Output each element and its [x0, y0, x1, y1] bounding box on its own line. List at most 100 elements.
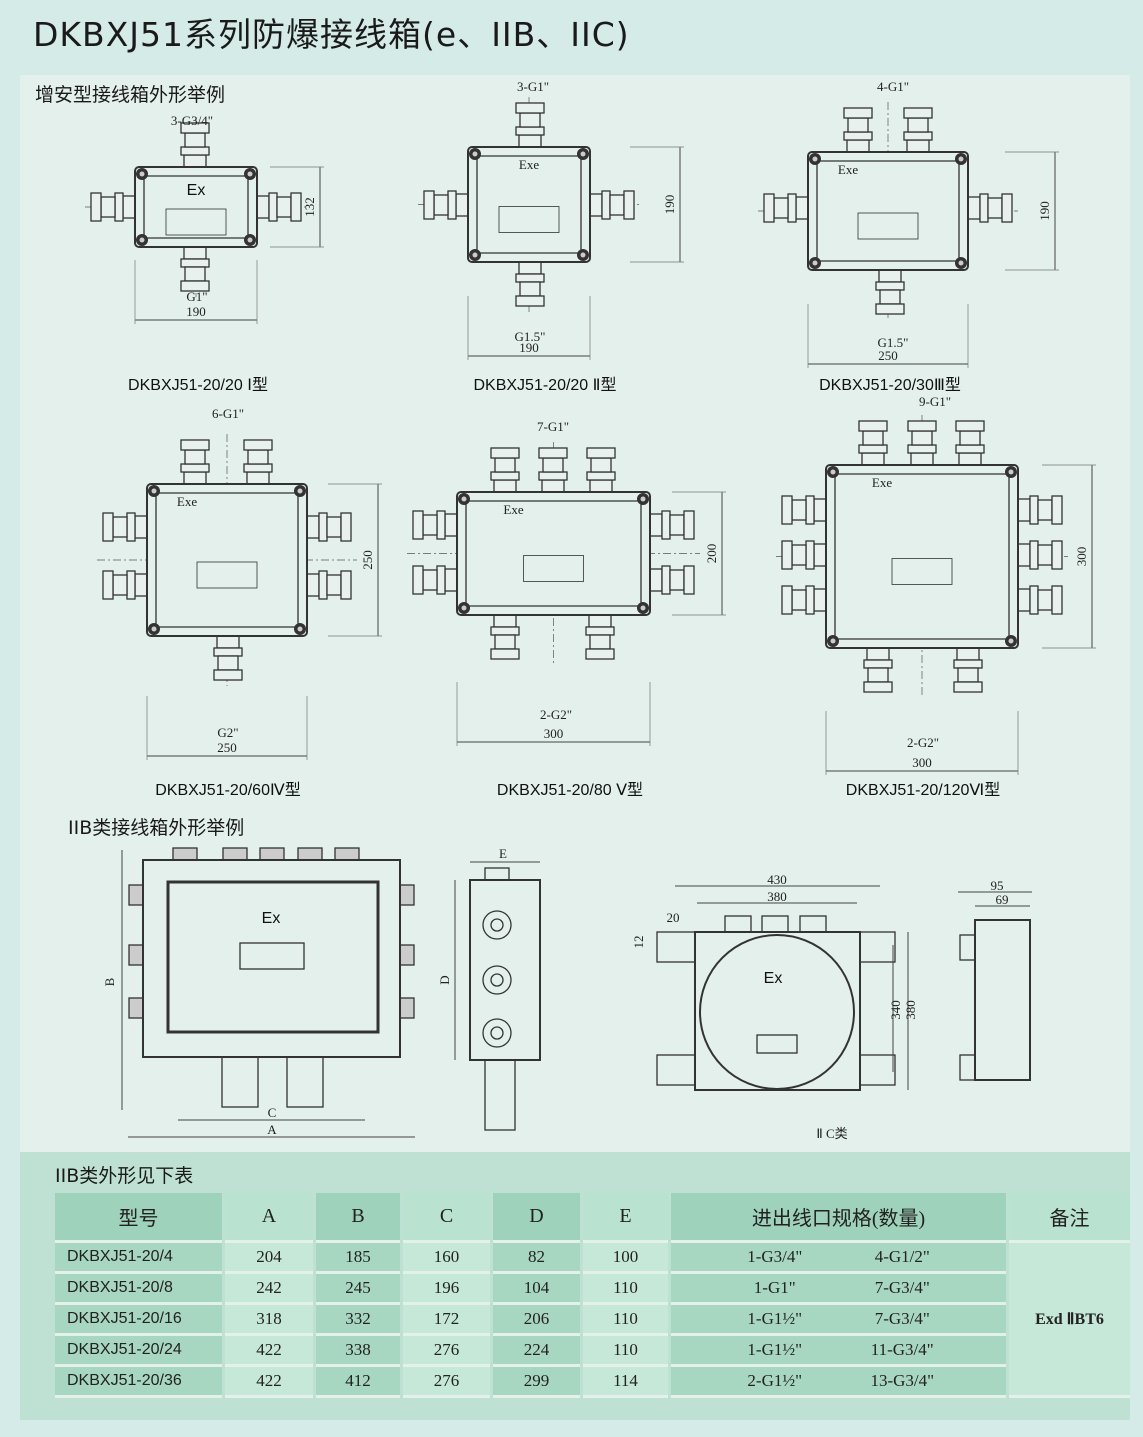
cable-gland-icon	[538, 447, 568, 493]
cable-gland-icon	[843, 107, 873, 153]
cable-gland-icon	[1017, 585, 1063, 615]
height-dimension: 200	[704, 544, 719, 564]
cable-gland-icon	[781, 585, 827, 615]
cell-c: 196	[403, 1274, 490, 1305]
cell-spec: 1-G3/4"4-G1/2"	[671, 1243, 1006, 1274]
junction-box-drawing-5	[407, 442, 726, 746]
box-marking: Exe	[519, 157, 539, 172]
cell-spec: 1-G1"7-G3/4"	[671, 1274, 1006, 1305]
cable-gland-icon	[515, 102, 545, 148]
bottom-entry-label: G2"	[217, 725, 238, 740]
cell-model: DKBXJ51-20/8	[55, 1274, 222, 1305]
header-d: D	[493, 1193, 580, 1243]
cable-gland-icon	[649, 510, 695, 540]
cable-gland-icon	[863, 647, 893, 693]
cable-gland-icon	[490, 614, 520, 660]
cell-d: 299	[493, 1367, 580, 1398]
bottom-entry-label: G1.5"	[515, 329, 546, 344]
cable-gland-icon	[490, 447, 520, 493]
width-dimension: 250	[217, 740, 237, 755]
cell-a: 242	[225, 1274, 313, 1305]
cell-model: DKBXJ51-20/4	[55, 1243, 222, 1274]
width-dimension: 300	[912, 755, 932, 770]
cable-gland-icon	[763, 193, 809, 223]
cell-model: DKBXJ51-20/24	[55, 1336, 222, 1367]
dimension-e: E	[499, 846, 507, 861]
header-c: C	[403, 1193, 490, 1243]
top-entry-label: 6-G1"	[212, 406, 244, 421]
cell-spec: 2-G1½"13-G3/4"	[671, 1367, 1006, 1398]
top-entry-label: 9-G1"	[919, 394, 951, 409]
cable-gland-icon	[955, 420, 985, 466]
cell-spec: 1-G1½"7-G3/4"	[671, 1305, 1006, 1336]
junction-box-drawing-1	[85, 117, 324, 324]
dimension-380-vertical: 380	[903, 1000, 918, 1020]
side-dimension-95: 95	[991, 878, 1004, 893]
spec-main: 1-G1½"	[747, 1340, 803, 1359]
header-model: 型号	[55, 1193, 222, 1243]
cell-b: 245	[316, 1274, 400, 1305]
box-marking: Ex	[764, 970, 783, 987]
cell-e: 110	[583, 1274, 668, 1305]
cell-d: 206	[493, 1305, 580, 1336]
junction-box-drawing-2	[418, 97, 684, 360]
cable-gland-icon	[781, 540, 827, 570]
box-marking: Exe	[872, 475, 892, 490]
cable-gland-icon	[1017, 495, 1063, 525]
cable-gland-icon	[967, 193, 1013, 223]
top-entry-label: 3-G3/4"	[171, 113, 213, 128]
spec-secondary: 13-G3/4"	[870, 1371, 935, 1390]
dimension-d: D	[437, 975, 452, 984]
header-a: A	[225, 1193, 313, 1243]
header-b: B	[316, 1193, 400, 1243]
model-caption: DKBXJ51-20/30Ⅲ型	[819, 376, 961, 394]
page-title: DKBXJ51系列防爆接线箱(e、IIB、IIC)	[33, 15, 630, 54]
cell-a: 318	[225, 1305, 313, 1336]
junction-box-drawing-6	[776, 415, 1096, 775]
top-entry-label: 3-G1"	[517, 79, 549, 94]
cable-gland-icon	[903, 107, 933, 153]
dimension-380: 380	[767, 889, 787, 904]
cable-gland-icon	[649, 565, 695, 595]
iic-drawing	[656, 885, 1032, 1091]
width-dimension: 250	[878, 348, 898, 363]
width-dimension: 190	[186, 304, 206, 319]
cell-spec: 1-G1½"11-G3/4"	[671, 1336, 1006, 1367]
junction-box-drawing-4	[97, 434, 382, 760]
bottom-entry-label: G1.5"	[878, 335, 909, 350]
bottom-entry-label: G1"	[186, 289, 207, 304]
cable-gland-icon	[180, 122, 210, 168]
cable-gland-icon	[875, 269, 905, 315]
box-marking: Exe	[838, 162, 858, 177]
cell-d: 224	[493, 1336, 580, 1367]
box-marking: Ex	[262, 910, 281, 927]
top-entry-label: 7-G1"	[537, 419, 569, 434]
cable-gland-icon	[589, 190, 635, 220]
cell-b: 338	[316, 1336, 400, 1367]
cell-b: 332	[316, 1305, 400, 1336]
iib-front-drawing	[121, 847, 415, 1138]
cable-gland-icon	[102, 512, 148, 542]
cell-b: 412	[316, 1367, 400, 1398]
spec-main: 1-G1"	[753, 1278, 796, 1297]
cable-gland-icon	[781, 495, 827, 525]
box-marking: Exe	[503, 502, 523, 517]
cable-gland-icon	[858, 420, 888, 466]
cable-gland-icon	[213, 635, 243, 681]
header-note: 备注	[1009, 1193, 1130, 1243]
box-marking: Ex	[187, 182, 206, 199]
cell-e: 114	[583, 1367, 668, 1398]
cell-model: DKBXJ51-20/16	[55, 1305, 222, 1336]
section-title-iib-table: IIB类外形见下表	[55, 1165, 194, 1187]
bottom-entry-label: 2-G2"	[907, 735, 939, 750]
cable-gland-icon	[90, 192, 136, 222]
model-caption: DKBXJ51-20/20 Ⅱ型	[473, 376, 616, 394]
bottom-entry-label: 2-G2"	[540, 707, 572, 722]
cell-c: 276	[403, 1336, 490, 1367]
dimension-a: A	[267, 1122, 277, 1137]
cable-gland-icon	[256, 192, 302, 222]
